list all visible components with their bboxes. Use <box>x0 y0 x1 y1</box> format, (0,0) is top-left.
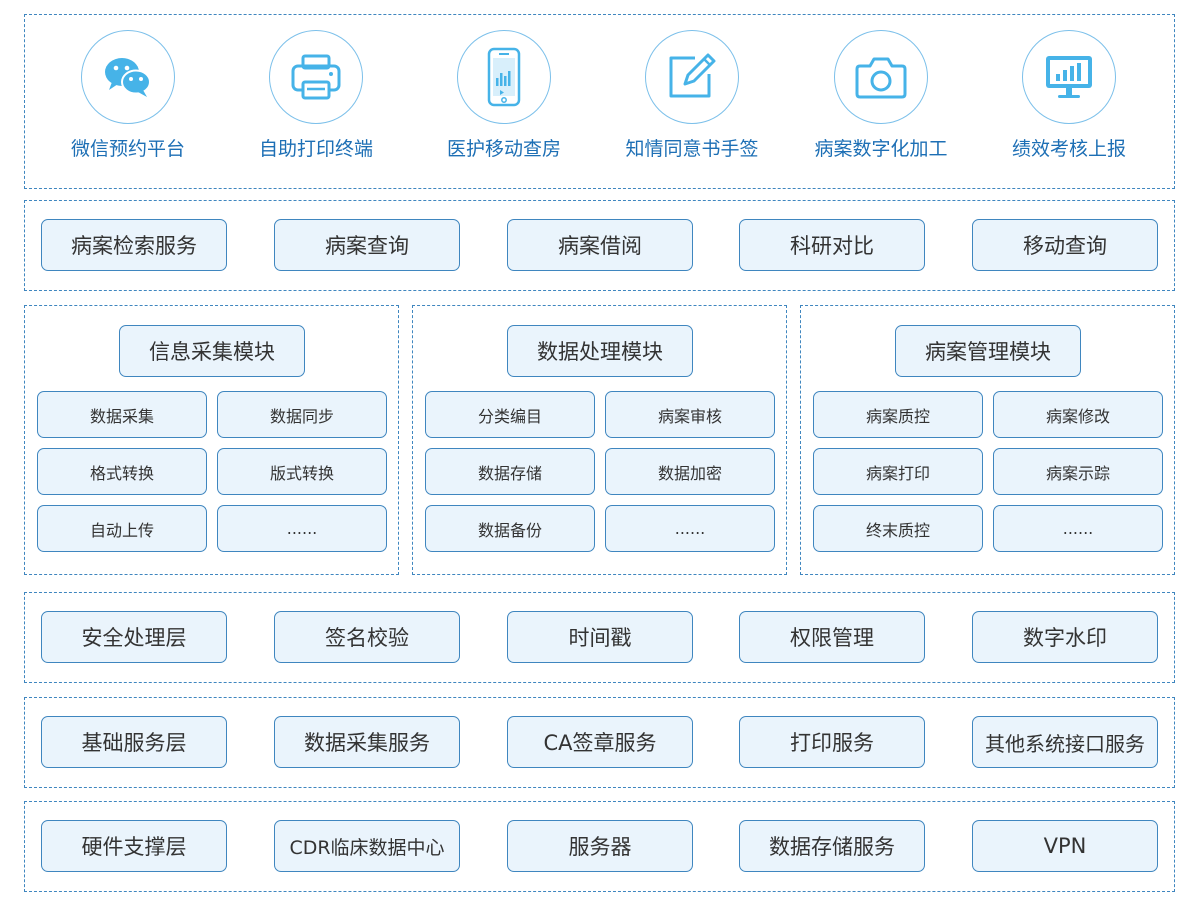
layer-box[interactable]: CDR临床数据中心 <box>274 820 460 872</box>
module-item[interactable]: 格式转换 <box>37 448 207 495</box>
app-self-print[interactable]: 自助打印终端 <box>221 30 411 170</box>
wechat-icon <box>105 58 151 97</box>
module-item[interactable]: 病案审核 <box>605 391 775 438</box>
module-item[interactable]: 版式转换 <box>217 448 387 495</box>
app-icon-circle <box>834 30 928 124</box>
app-performance-report[interactable]: 绩效考核上报 <box>974 30 1164 170</box>
module-title[interactable]: 数据处理模块 <box>507 325 693 377</box>
module-item[interactable]: 数据采集 <box>37 391 207 438</box>
module-panel-processing <box>412 305 787 575</box>
layer-box[interactable]: CA签章服务 <box>507 716 693 768</box>
layer-box[interactable]: 硬件支撑层 <box>41 820 227 872</box>
module-title[interactable]: 病案管理模块 <box>895 325 1081 377</box>
module-item[interactable]: 病案质控 <box>813 391 983 438</box>
module-item[interactable]: ...... <box>605 505 775 552</box>
app-icon-circle <box>1022 30 1116 124</box>
module-panel-collection <box>24 305 399 575</box>
app-icon-circle <box>645 30 739 124</box>
module-item[interactable]: 分类编目 <box>425 391 595 438</box>
monitor-chart-icon <box>1046 56 1092 98</box>
app-consent-sign[interactable]: 知情同意书手签 <box>597 30 787 170</box>
printer-icon <box>291 54 341 100</box>
app-label: 病案数字化加工 <box>814 138 948 160</box>
module-title[interactable]: 信息采集模块 <box>119 325 305 377</box>
module-item[interactable]: ...... <box>217 505 387 552</box>
hardware-layer-panel <box>24 801 1175 892</box>
service-box[interactable]: 移动查询 <box>972 219 1158 271</box>
module-item[interactable]: 自动上传 <box>37 505 207 552</box>
service-box[interactable]: 病案查询 <box>274 219 460 271</box>
module-item[interactable]: 病案示踪 <box>993 448 1163 495</box>
app-label: 自助打印终端 <box>258 138 373 160</box>
layer-box[interactable]: 权限管理 <box>739 611 925 663</box>
module-item[interactable]: 数据同步 <box>217 391 387 438</box>
app-icon-circle <box>81 30 175 124</box>
mobile-phone-icon <box>487 47 521 107</box>
layer-box[interactable]: VPN <box>972 820 1158 872</box>
service-box[interactable]: 病案检索服务 <box>41 219 227 271</box>
app-label: 医护移动查房 <box>446 138 561 160</box>
layer-box[interactable]: 时间戳 <box>507 611 693 663</box>
app-label: 知情同意书手签 <box>625 138 759 160</box>
module-item[interactable]: 病案打印 <box>813 448 983 495</box>
app-icon-circle <box>457 30 551 124</box>
layer-box[interactable]: 打印服务 <box>739 716 925 768</box>
module-item[interactable]: 数据加密 <box>605 448 775 495</box>
layer-box[interactable]: 签名校验 <box>274 611 460 663</box>
layer-box[interactable]: 服务器 <box>507 820 693 872</box>
app-wechat[interactable]: 微信预约平台 <box>33 30 223 170</box>
app-icon-circle <box>269 30 363 124</box>
module-item[interactable]: ...... <box>993 505 1163 552</box>
app-label: 绩效考核上报 <box>1011 138 1126 160</box>
layer-box[interactable]: 基础服务层 <box>41 716 227 768</box>
layer-box[interactable]: 安全处理层 <box>41 611 227 663</box>
module-panel-management <box>800 305 1175 575</box>
layer-box[interactable]: 数据采集服务 <box>274 716 460 768</box>
module-item[interactable]: 病案修改 <box>993 391 1163 438</box>
camera-icon <box>855 57 907 99</box>
applications-panel <box>24 14 1175 189</box>
app-digitization[interactable]: 病案数字化加工 <box>786 30 976 170</box>
services-panel <box>24 200 1175 291</box>
sign-pen-icon <box>669 53 716 98</box>
service-box[interactable]: 病案借阅 <box>507 219 693 271</box>
layer-box[interactable]: 数据存储服务 <box>739 820 925 872</box>
service-box[interactable]: 科研对比 <box>739 219 925 271</box>
module-item[interactable]: 数据存储 <box>425 448 595 495</box>
module-item[interactable]: 数据备份 <box>425 505 595 552</box>
base-service-layer-panel <box>24 697 1175 788</box>
app-mobile-rounds[interactable]: 医护移动查房 <box>409 30 599 170</box>
app-label: 微信预约平台 <box>70 138 185 160</box>
security-layer-panel <box>24 592 1175 683</box>
layer-box[interactable]: 数字水印 <box>972 611 1158 663</box>
module-item[interactable]: 终末质控 <box>813 505 983 552</box>
layer-box[interactable]: 其他系统接口服务 <box>972 716 1158 768</box>
